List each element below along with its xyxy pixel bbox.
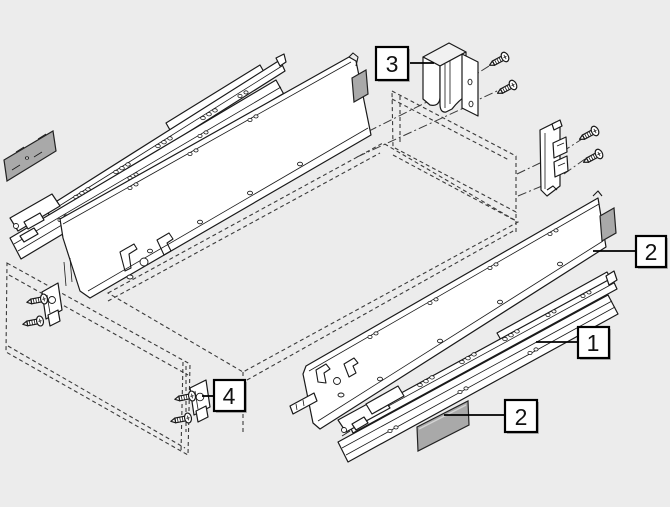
callout-4-label: 4	[223, 383, 236, 409]
drawer-slide-rail-right	[337, 270, 619, 463]
callout-1-label: 1	[587, 330, 600, 356]
drawer-side-panel-right	[289, 190, 617, 430]
drawer-side-panel-left	[59, 52, 372, 299]
front-fixing-bracket-left	[422, 42, 519, 117]
callout-2-side-panel: 2	[593, 234, 668, 269]
cover-cap-left	[3, 130, 57, 182]
callout-2-side-label: 2	[645, 239, 658, 265]
dashed-front-panel	[391, 90, 517, 222]
callout-3-label: 3	[386, 51, 399, 77]
rear-fixing-bracket-left	[21, 282, 63, 330]
front-fixing-bracket-right	[539, 119, 605, 197]
callout-3: 3	[374, 45, 434, 82]
callout-1: 1	[536, 325, 611, 360]
dashed-back-panel	[5, 262, 191, 456]
callout-2-cap-label: 2	[515, 404, 528, 430]
callout-4: 4	[202, 378, 247, 413]
callout-2-cover-cap: 2	[444, 398, 539, 434]
cover-cap-right	[416, 400, 470, 452]
rear-fixing-bracket-right	[169, 379, 211, 427]
